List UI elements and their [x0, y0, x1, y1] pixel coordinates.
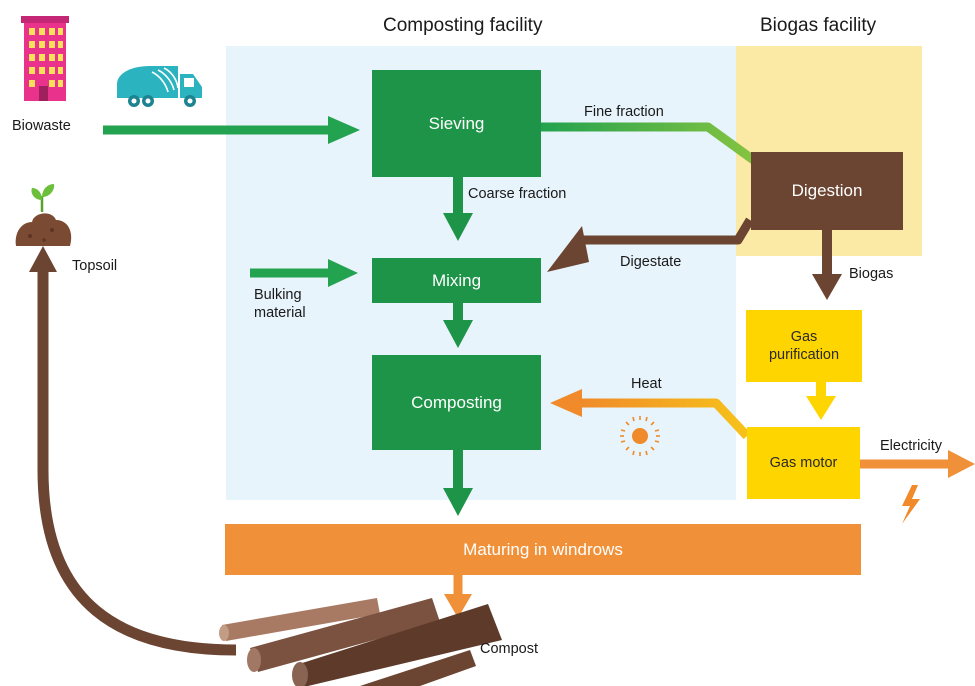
composting-facility-title: Composting facility [383, 15, 543, 36]
mixing-box: Mixing [372, 258, 541, 303]
maturing-box: Maturing in windrows [225, 524, 861, 575]
compost-label: Compost [480, 641, 539, 657]
bulking-material-arrow [250, 259, 358, 287]
garbage-truck-icon [117, 66, 202, 107]
gas-purification-box: Gas purification [746, 310, 862, 382]
sun-icon [620, 416, 660, 456]
fine-fraction-label: Fine fraction [584, 104, 664, 120]
heat-arrow [550, 389, 751, 440]
building-icon [21, 16, 69, 101]
bulking-material-label: Bulking material [254, 287, 306, 322]
mixing-to-composting-arrow [443, 303, 473, 348]
biowaste-label: Biowaste [12, 118, 71, 134]
digestion-box: Digestion [751, 152, 903, 230]
maturing-to-compost-arrow [444, 575, 472, 618]
composting-box: Composting [372, 355, 541, 450]
digestate-label: Digestate [620, 254, 682, 270]
coarse-fraction-label: Coarse fraction [468, 186, 567, 202]
topsoil-icon [15, 184, 72, 246]
gas-motor-box: Gas motor [747, 427, 860, 499]
sieving-label: Sieving [428, 113, 485, 133]
composting-to-maturing-arrow [443, 450, 473, 516]
digestion-label: Digestion [791, 181, 863, 201]
maturing-label: Maturing in windrows [463, 539, 623, 559]
mixing-label: Mixing [431, 270, 482, 290]
electricity-label: Electricity [880, 438, 943, 454]
compost-to-topsoil-arrow [29, 246, 237, 656]
biogas-facility-title: Biogas facility [760, 15, 877, 36]
biogas-label: Biogas [849, 266, 894, 282]
biogas-arrow [812, 230, 842, 300]
purification-to-motor-arrow [806, 382, 836, 420]
heat-label: Heat [631, 376, 662, 392]
coarse-fraction-arrow [443, 177, 473, 241]
electricity-arrow [860, 450, 975, 478]
biowaste-arrow [103, 116, 360, 144]
topsoil-label: Topsoil [72, 258, 118, 274]
lightning-icon [902, 485, 920, 524]
sieving-box: Sieving [372, 70, 541, 177]
gas-purification-label: Gas purification [768, 328, 840, 363]
digestate-arrow [547, 217, 754, 272]
compost-pile-icon [219, 598, 502, 686]
gas-motor-label: Gas motor [769, 454, 838, 471]
composting-label: Composting [411, 392, 502, 412]
